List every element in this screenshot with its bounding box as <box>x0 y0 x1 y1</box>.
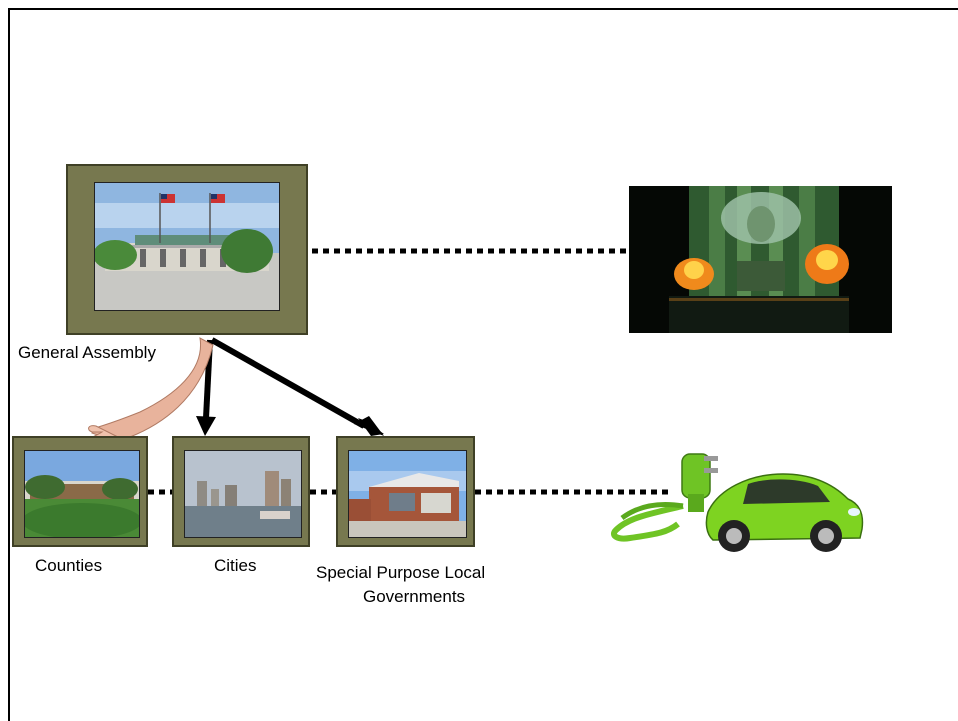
arrow-to-special-purpose <box>210 337 384 436</box>
special-building-image <box>349 451 466 537</box>
slide-border-left <box>8 8 10 721</box>
county-image <box>25 451 139 537</box>
slide-border-top <box>8 8 958 10</box>
special-purpose-label-line2: Governments <box>363 587 466 606</box>
general-assembly-label: General Assembly <box>18 343 156 362</box>
cities-label: Cities <box>214 556 257 575</box>
general-assembly-frame <box>66 164 308 335</box>
wizard-of-oz-photo <box>629 186 892 333</box>
city-skyline-photo <box>184 450 302 538</box>
cities-frame <box>172 436 310 547</box>
city-image <box>185 451 301 537</box>
special-purpose-frame <box>336 436 475 547</box>
counties-label: Counties <box>35 556 103 575</box>
wizard-scene-image <box>629 186 892 333</box>
plug-cable <box>611 453 718 542</box>
building-image <box>95 183 279 310</box>
green-car <box>705 473 864 552</box>
counties-frame <box>12 436 148 547</box>
special-purpose-label-line1: Special Purpose Local <box>316 563 486 582</box>
modern-building-photo <box>348 450 467 538</box>
government-building-photo <box>94 182 280 311</box>
electric-car-plug-image <box>611 453 864 552</box>
county-building-photo <box>24 450 140 538</box>
